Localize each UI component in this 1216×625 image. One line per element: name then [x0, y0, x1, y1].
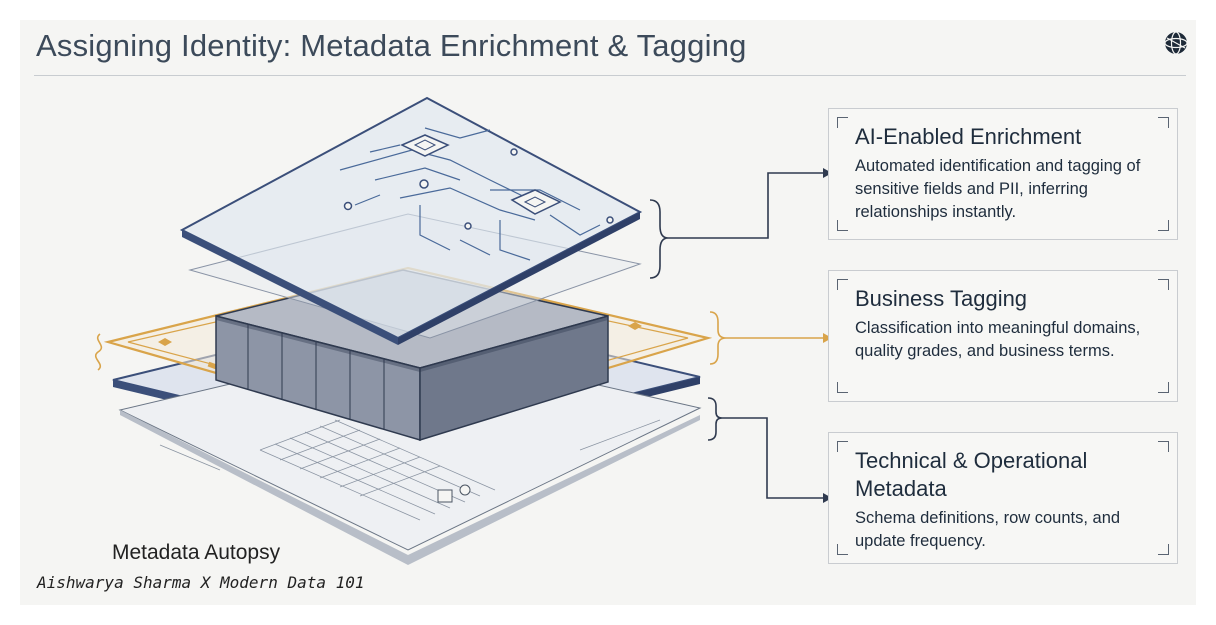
- corner-mark: [837, 544, 848, 555]
- card-title: Business Tagging: [855, 286, 1028, 311]
- card-body: Classification into meaningful domains, …: [855, 319, 1141, 360]
- corner-mark: [837, 382, 848, 393]
- card-business-tagging: Business Tagging Classification into mea…: [828, 270, 1178, 402]
- card-body: Schema definitions, row counts, and upda…: [855, 509, 1121, 550]
- corner-mark: [1158, 441, 1169, 452]
- page-title: Assigning Identity: Metadata Enrichment …: [36, 28, 747, 63]
- title-divider: [34, 75, 1186, 76]
- card-technical-metadata: Technical & Operational Metadata Schema …: [828, 432, 1178, 564]
- corner-mark: [837, 279, 848, 290]
- globe-logo-icon: [1164, 31, 1188, 55]
- corner-mark: [1158, 117, 1169, 128]
- corner-mark: [1158, 544, 1169, 555]
- ai-layer: [179, 96, 643, 345]
- corner-mark: [837, 220, 848, 231]
- corner-mark: [1158, 279, 1169, 290]
- brace-ai: [649, 168, 832, 279]
- card-body: Automated identification and tagging of …: [855, 157, 1141, 221]
- layer-stack-diagram: [94, 96, 832, 565]
- footer-credit: Aishwarya Sharma X Modern Data 101: [37, 573, 365, 592]
- corner-mark: [837, 117, 848, 128]
- brace-technical: [707, 397, 832, 503]
- footer-title: Metadata Autopsy: [112, 541, 281, 564]
- card-title: Technical & Operational Metadata: [855, 448, 1088, 501]
- corner-mark: [837, 441, 848, 452]
- corner-mark: [1158, 220, 1169, 231]
- card-title: AI-Enabled Enrichment: [855, 124, 1082, 149]
- brace-business: [709, 311, 832, 365]
- corner-mark: [1158, 382, 1169, 393]
- card-ai-enrichment: AI-Enabled Enrichment Automated identifi…: [828, 108, 1178, 240]
- slide: Assigning Identity: Metadata Enrichment …: [20, 20, 1196, 605]
